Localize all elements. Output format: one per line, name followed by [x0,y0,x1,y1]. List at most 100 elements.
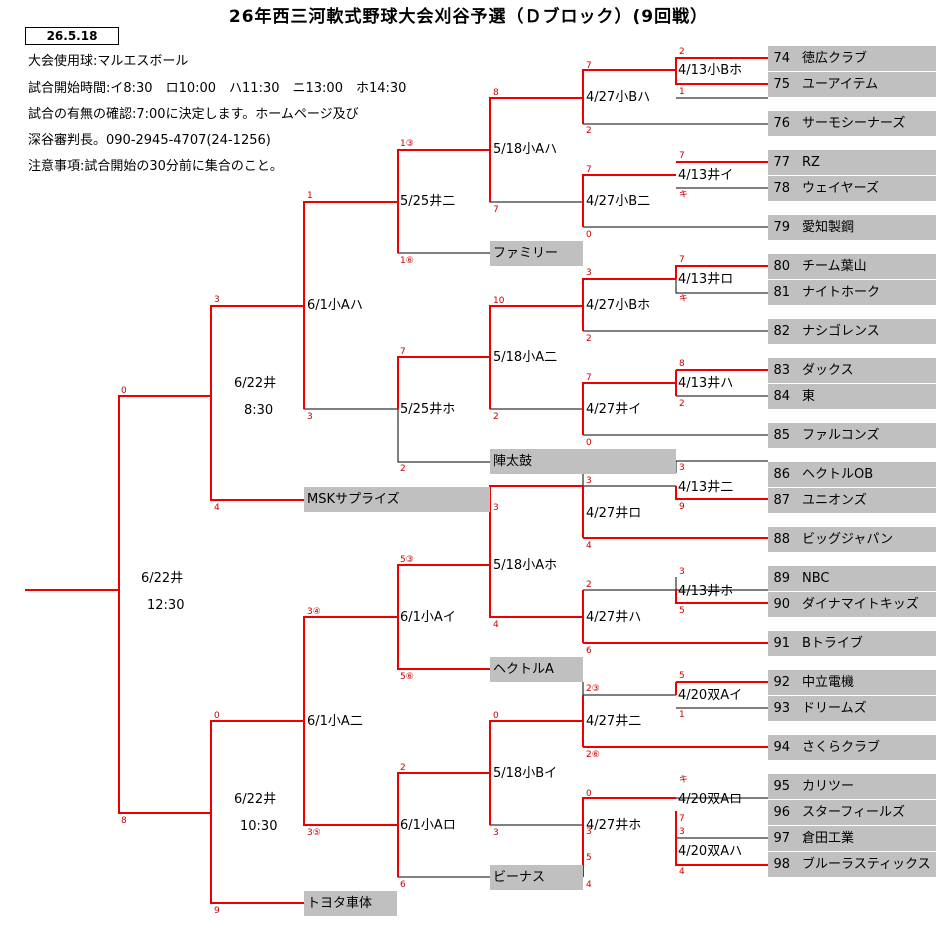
score: 3 [307,412,313,422]
score: 9 [679,502,685,512]
score: 0 [493,711,499,721]
match-label: 5/18小Aハ [493,142,558,157]
match-label: 4/27小Bハ [586,90,651,105]
match-label: 6/22井 [141,571,184,586]
score: 0 [214,711,220,721]
note-ball: 大会使用球:マルエスボール [28,54,189,69]
match-label: 4/27小B二 [586,194,651,209]
match-label: 6/22井 [234,792,277,807]
seed-hector-a: ヘクトルA [490,657,583,682]
match-label: 5/18小Aホ [493,558,558,573]
score: 6 [400,880,406,890]
match-label: 4/13井二 [678,480,734,495]
score: 3 [586,827,592,837]
score: 1 [679,710,685,720]
score: 1⑥ [400,256,414,266]
score: 3 [586,476,592,486]
match-label: 4/20双Aイ [678,688,743,703]
score: 2 [586,126,592,136]
score: 1③ [400,139,414,149]
score: 0 [586,230,592,240]
seed-venus: ビーナス [490,865,583,890]
match-label: 6/1小Aハ [307,298,363,313]
score: 3④ [307,607,321,617]
score: 0 [586,438,592,448]
score: 0 [121,386,127,396]
score: 4 [214,503,220,513]
score: 2 [493,412,499,422]
note-assembly: 注意事項:試合開始の30分前に集合のこと。 [28,159,283,174]
score: 2 [679,399,685,409]
score: 7 [586,165,592,175]
score: 3 [493,828,499,838]
match-label: 4/27小Bホ [586,298,651,313]
score: 8 [493,88,499,98]
seed-jindaiko: 陣太鼓 [490,449,676,474]
score: 3⑤ [307,828,321,838]
match-label: 6/1小Aロ [400,818,456,833]
score: 8 [679,359,685,369]
seed-msk-surprise: MSKサプライズ [304,487,490,512]
score: 4 [493,620,499,630]
score: 2 [679,47,685,57]
note-contact: 深谷審判長。090-2945-4707(24-1256) [28,133,271,148]
page-title: 26年西三河軟式野球大会刈谷予選（Ｄブロック）(9回戦） [228,7,709,27]
score: 5 [679,671,685,681]
score: 3 [679,567,685,577]
score: 4 [586,880,592,890]
score: 7 [679,255,685,265]
score: 2 [400,464,406,474]
score: 2⑥ [586,750,600,760]
score: 5 [679,606,685,616]
score: 7 [586,373,592,383]
score: 8 [121,816,127,826]
score: 3 [679,463,685,473]
match-label: 4/27井ハ [586,610,642,625]
match-time: 10:30 [240,819,278,834]
note-confirmation: 試合の有無の確認:7:00に決定します。ホームページ及び [28,107,359,122]
match-label: 4/27井イ [586,402,642,417]
match-label: 4/27井ロ [586,506,642,521]
seed-toyota-shatai: トヨタ車体 [304,891,397,916]
score: 7 [586,61,592,71]
match-label: 5/25井ホ [400,402,456,417]
score: キ [679,294,689,304]
match-label: 4/13井イ [678,168,734,183]
seed-family: ファミリー [490,241,583,266]
score: 3 [586,268,592,278]
score: 7 [679,151,685,161]
score: 3 [679,827,685,837]
match-label: 4/20双Aロ [678,792,743,807]
match-label: 5/18小A二 [493,350,558,365]
score: キ [679,775,689,785]
match-label: 6/1小Aイ [400,610,456,625]
score: 4 [586,541,592,551]
match-label: 5/25井二 [400,194,456,209]
match-label: 4/20双Aハ [678,844,743,859]
score: 2 [586,580,592,590]
match-time: 12:30 [147,598,185,613]
score: 5③ [400,555,414,565]
note-start-times: 試合開始時間:イ8:30 ロ10:00 ハ11:30 ニ13:00 ホ14:30 [28,81,407,96]
score: 0 [586,789,592,799]
match-label: 6/1小A二 [307,714,363,729]
match-label: 4/27井ホ [586,818,642,833]
